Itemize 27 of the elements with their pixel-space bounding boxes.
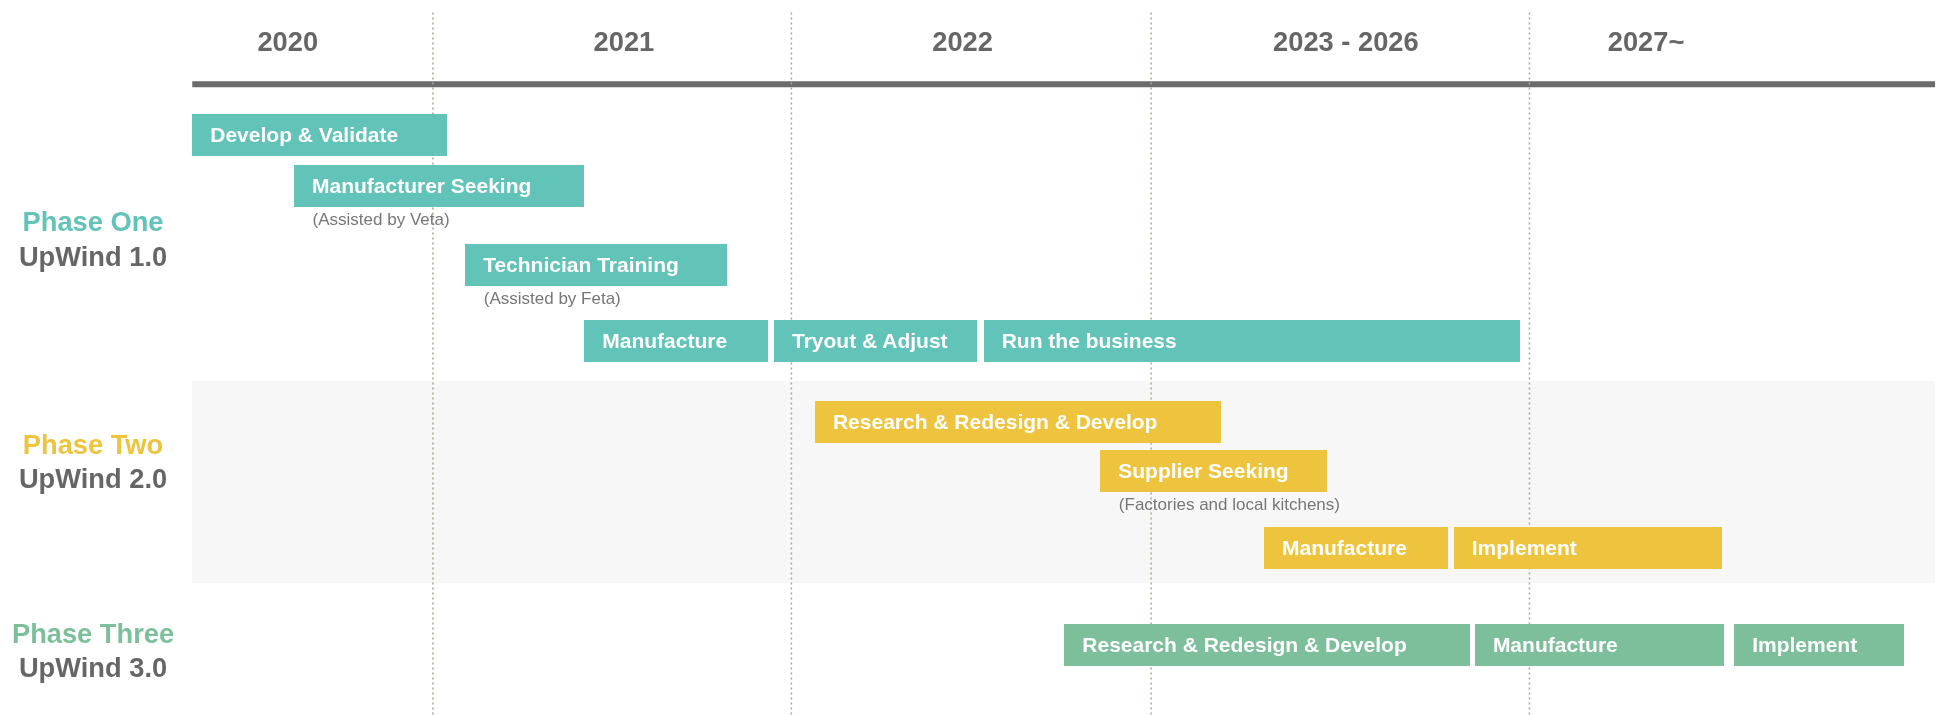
task-bar: Research & Redesign & Develop	[814, 400, 1221, 443]
year-label: 2021	[593, 26, 655, 59]
phase-label: Phase Two	[22, 429, 164, 462]
task-bar: Implement	[1734, 623, 1905, 666]
task-bar: Run the business	[983, 320, 1520, 363]
phase-label: Phase One	[22, 205, 164, 238]
task-bar: Manufacture	[584, 320, 768, 363]
task-bar: Implement	[1453, 527, 1722, 570]
task-note: (Factories and local kitchens)	[1118, 494, 1340, 515]
task-note: (Assisted by Veta)	[312, 209, 450, 230]
version-label: UpWind 3.0	[18, 652, 168, 685]
phase-label: Phase Three	[11, 617, 175, 650]
year-label: 2022	[932, 26, 993, 59]
task-bar: Supplier Seeking	[1100, 450, 1328, 493]
task-bar: Research & Redesign & Develop	[1064, 623, 1470, 666]
task-bar: Manufacture	[1474, 623, 1725, 666]
task-bar: Manufacture	[1264, 527, 1448, 570]
task-note: (Assisted by Feta)	[483, 289, 621, 309]
task-bar: Technician Training	[465, 244, 727, 287]
version-label: UpWind 1.0	[18, 240, 168, 273]
year-label: 2020	[257, 26, 319, 59]
task-bar: Develop & Validate	[192, 114, 447, 157]
task-bar: Tryout & Adjust	[774, 320, 978, 363]
year-label: 2023 - 2026	[1273, 26, 1419, 59]
year-label: 2027~	[1607, 26, 1685, 59]
task-bar: Manufacturer Seeking	[293, 164, 585, 207]
version-label: UpWind 2.0	[18, 462, 168, 495]
